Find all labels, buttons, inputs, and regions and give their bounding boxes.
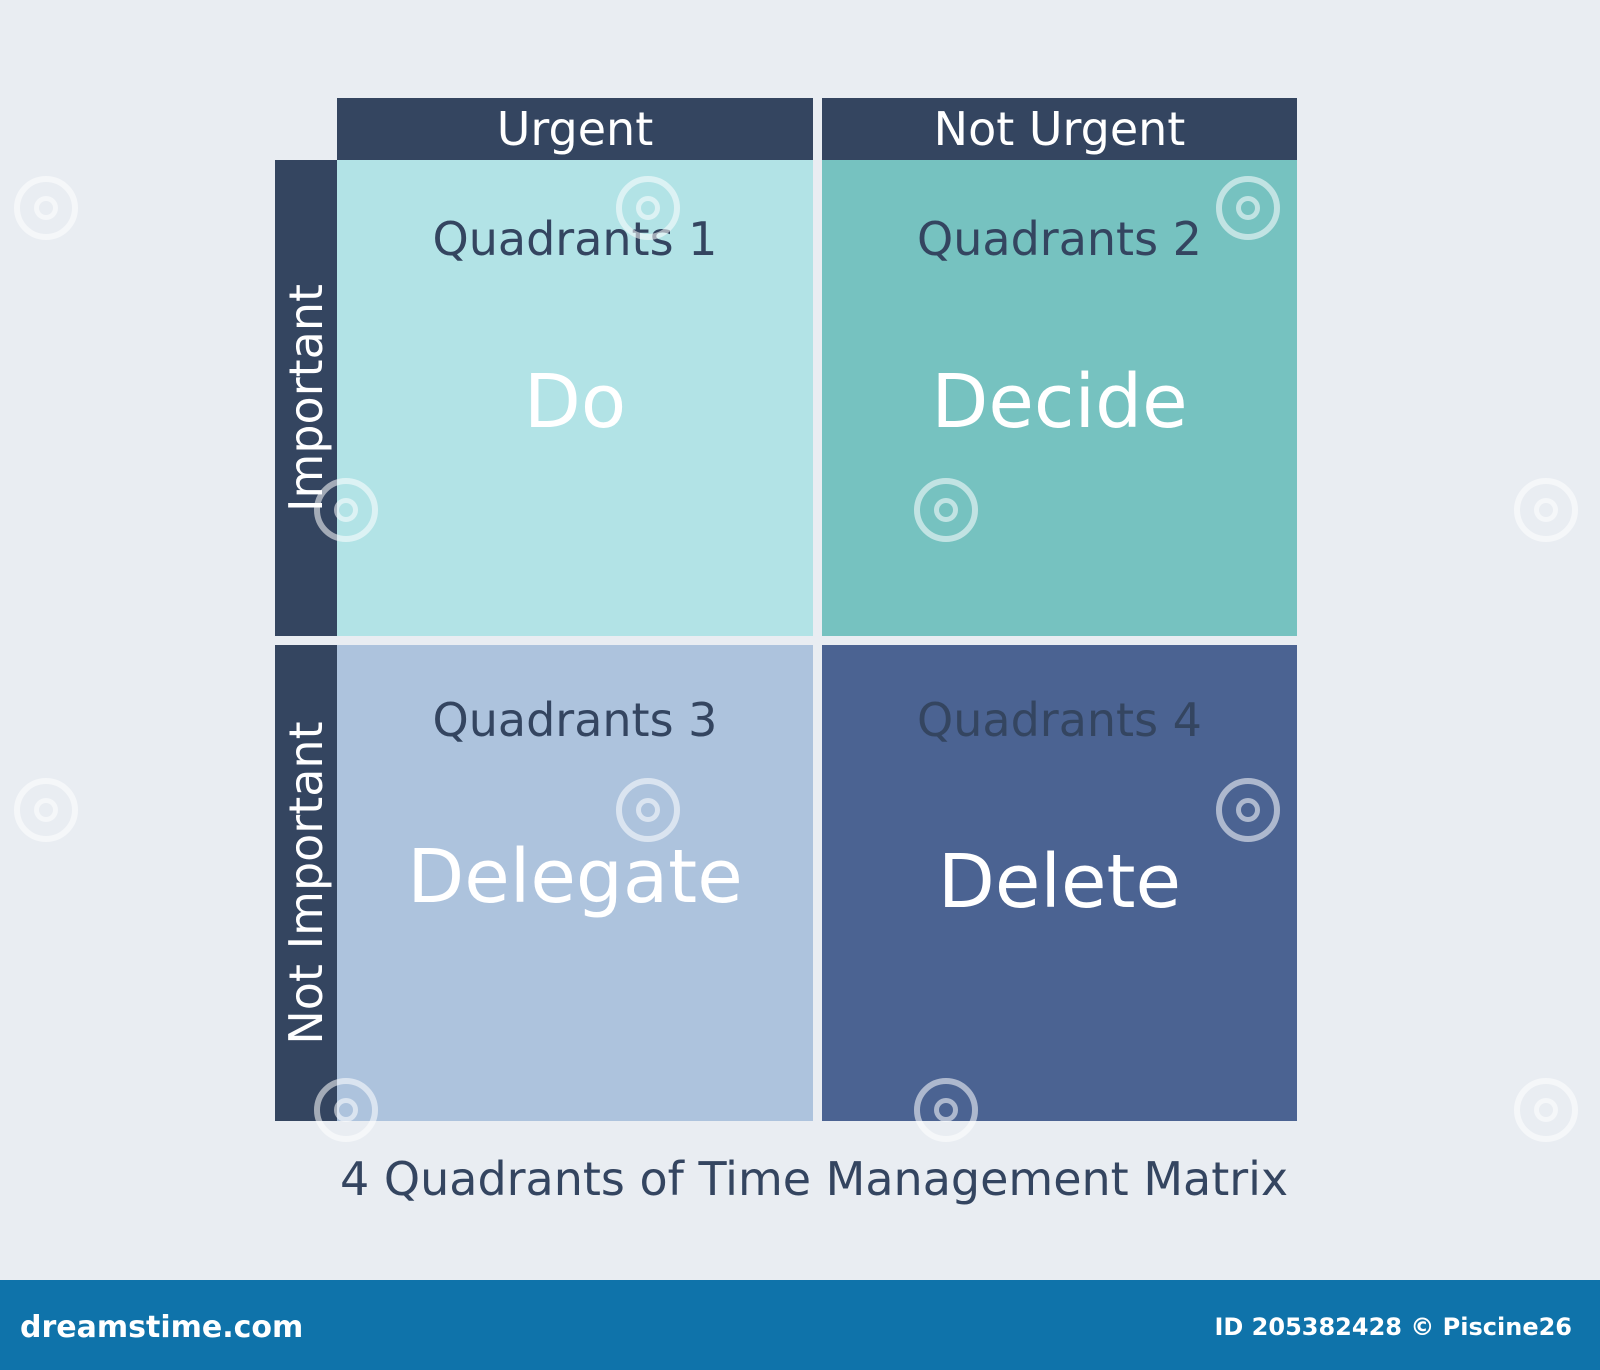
- watermark-spiral-icon: [14, 176, 78, 240]
- column-header-not-urgent: Not Urgent: [822, 98, 1297, 160]
- watermark-spiral-icon: [914, 1078, 978, 1142]
- quadrant-4-cell: Quadrants 4 Delete: [822, 645, 1297, 1121]
- quadrant-3-cell: Quadrants 3 Delegate: [337, 645, 813, 1121]
- quadrant-2-action: Decide: [931, 359, 1188, 445]
- watermark-spiral-icon: [914, 478, 978, 542]
- watermark-spiral-icon: [1514, 1078, 1578, 1142]
- watermark-spiral-icon: [1216, 176, 1280, 240]
- row-header-important-label: Important: [279, 283, 333, 513]
- row-header-not-important: Not Important: [275, 645, 337, 1121]
- watermark-spiral-icon: [314, 1078, 378, 1142]
- watermark-spiral-icon: [1216, 778, 1280, 842]
- watermark-spiral-icon: [1514, 478, 1578, 542]
- column-header-urgent-label: Urgent: [496, 102, 654, 156]
- quadrant-4-action: Delete: [937, 839, 1182, 925]
- row-header-important: Important: [275, 160, 337, 636]
- watermark-spiral-icon: [314, 478, 378, 542]
- quadrant-3-label: Quadrants 3: [432, 693, 718, 747]
- watermark-spiral-icon: [616, 176, 680, 240]
- figure-caption: 4 Quadrants of Time Management Matrix: [340, 1152, 1289, 1206]
- quadrant-1-cell: Quadrants 1 Do: [337, 160, 813, 636]
- watermark-spiral-icon: [616, 778, 680, 842]
- site-logo[interactable]: dreamstime.com: [20, 1310, 304, 1345]
- quadrant-1-action: Do: [523, 359, 627, 445]
- quadrant-4-label: Quadrants 4: [917, 693, 1202, 747]
- row-header-not-important-label: Not Important: [279, 721, 333, 1045]
- image-id-credit: ID 205382428 © Piscine26: [1214, 1313, 1572, 1341]
- column-header-urgent: Urgent: [337, 98, 813, 160]
- footer-bar: dreamstime.com ID 205382428 © Piscine26: [0, 1280, 1600, 1370]
- quadrant-2-cell: Quadrants 2 Decide: [822, 160, 1297, 636]
- quadrant-2-label: Quadrants 2: [917, 212, 1202, 266]
- quadrant-1-label: Quadrants 1: [432, 212, 718, 266]
- watermark-spiral-icon: [14, 778, 78, 842]
- column-header-not-urgent-label: Not Urgent: [933, 102, 1186, 156]
- quadrant-3-action: Delegate: [407, 834, 743, 920]
